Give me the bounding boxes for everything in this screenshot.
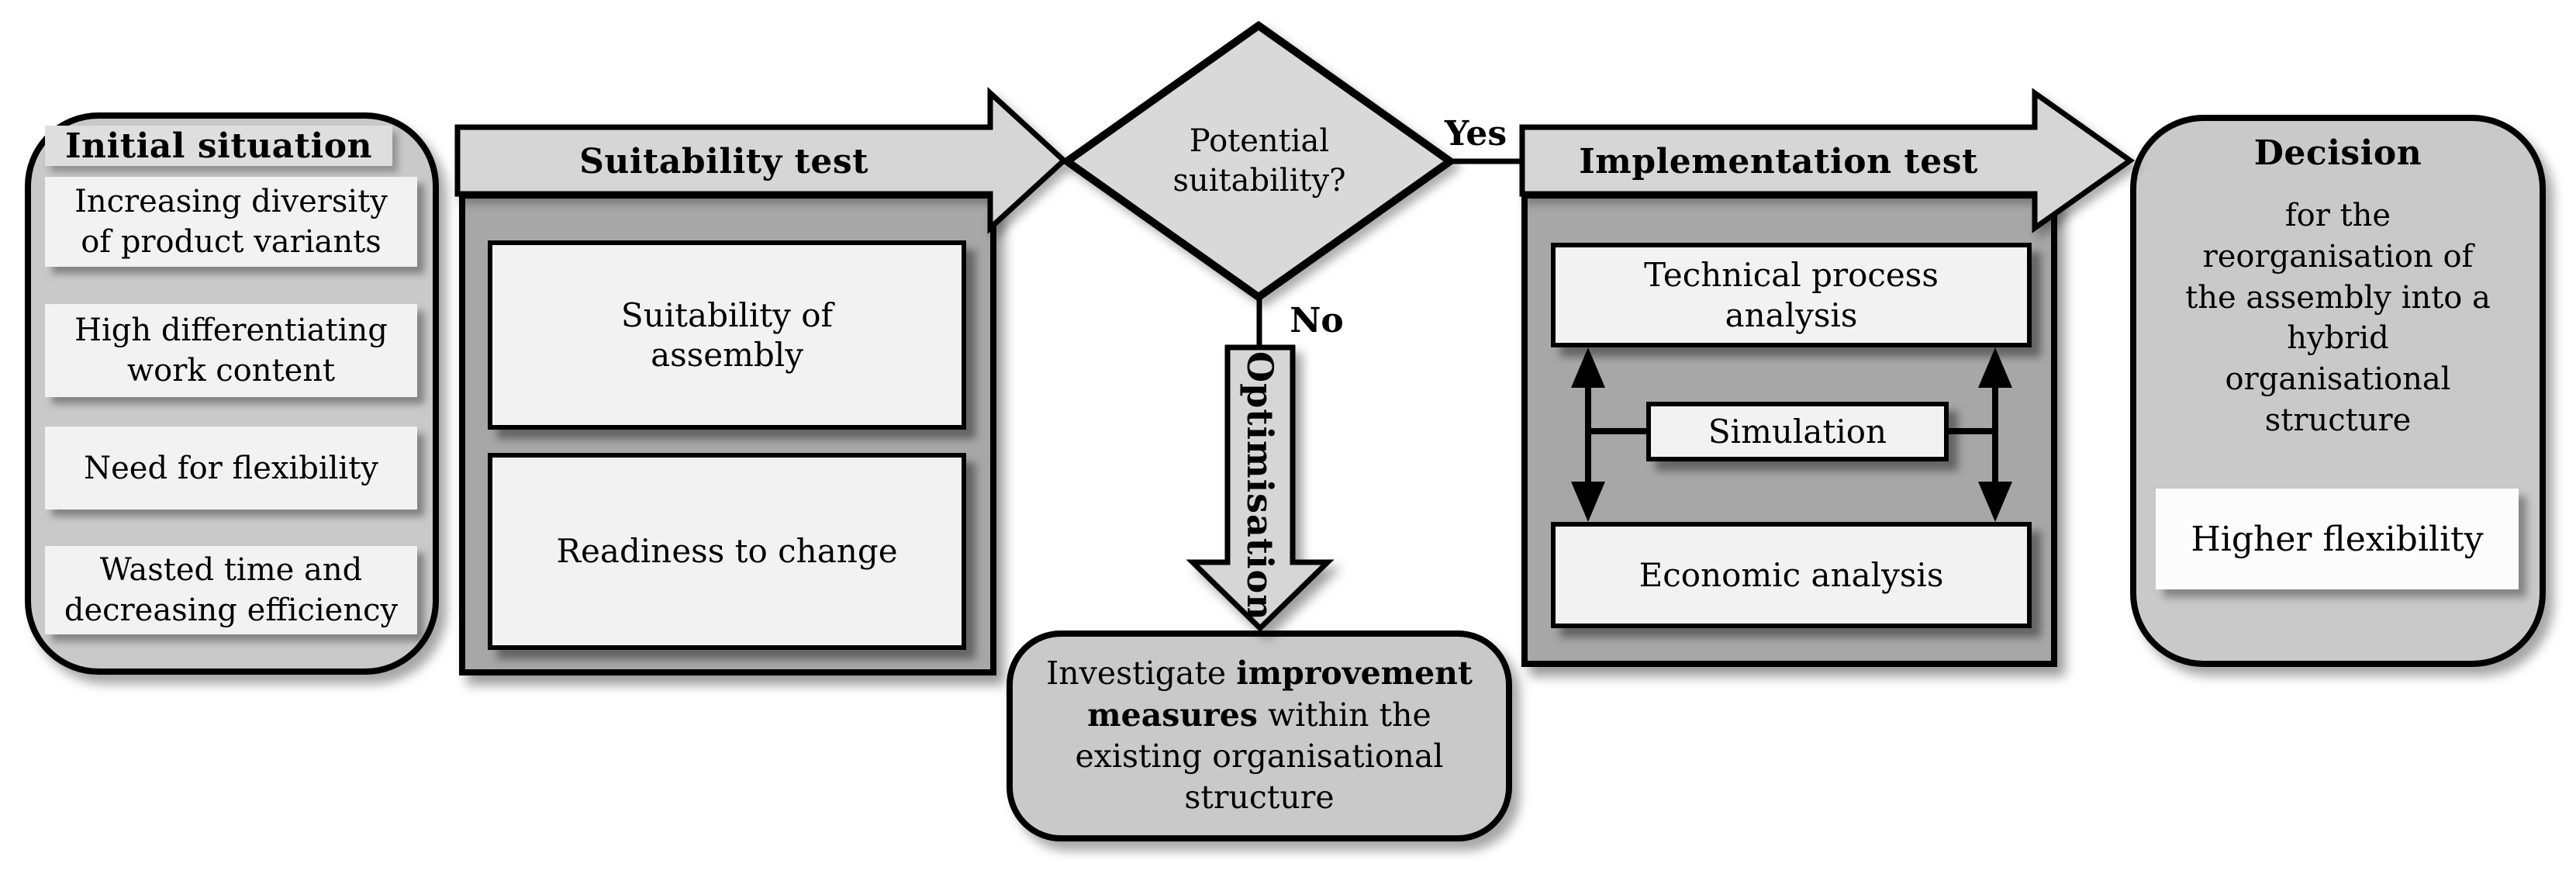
outcome-text-before: Investigate (1046, 655, 1237, 693)
potential-suitability-question: Potential suitability? (1172, 123, 1346, 199)
optimisation-outcome-paragraph: Investigate improvement measures within … (1019, 653, 1500, 818)
arrowhead-down-icon (1571, 482, 1605, 522)
decision-title: Decision (2253, 133, 2422, 173)
higher-flexibility-box: Higher flexibility (2156, 489, 2519, 589)
initial-item-wasted-time: Wasted time and decreasing efficiency (45, 546, 417, 634)
implementation-double-arrows (1571, 347, 2012, 522)
readiness-to-change-box: Readiness to change (488, 453, 966, 650)
optimisation-outcome-text: Investigate improvement measures within … (1019, 638, 1500, 834)
implementation-banner-arrow (1519, 88, 2136, 233)
suitability-banner-label: Suitability test (579, 141, 868, 181)
arrowhead-up-icon (1978, 347, 2012, 388)
potential-suitability-diamond (1060, 20, 1457, 302)
optimisation-arrow-label: Optimisation (1239, 351, 1281, 621)
outcome-text-bold: improvement measures (1087, 655, 1473, 734)
initial-item-flexibility: Need for flexibility (45, 427, 417, 510)
implementation-banner-label: Implementation test (1579, 141, 1978, 181)
decision-body-text: for the reorganisation of the assembly i… (2185, 198, 2491, 438)
yes-branch-label: Yes (1444, 113, 1507, 154)
initial-item-product-variants: Increasing diversity of product variants (45, 177, 417, 267)
initial-situation-title-strip: Initial situation (45, 126, 392, 166)
suitability-banner-arrow (454, 87, 1069, 234)
technical-process-analysis-box: Technical process analysis (1551, 243, 2032, 347)
no-branch-label: No (1290, 300, 1344, 340)
arrowhead-up-icon (1571, 347, 1605, 388)
initial-situation-title: Initial situation (64, 126, 373, 166)
outcome-text-after: within the existing organisational struc… (1075, 696, 1444, 817)
arrowhead-down-icon (1978, 482, 2012, 522)
simulation-box: Simulation (1646, 402, 1949, 461)
optimisation-outcome-box (1007, 631, 1512, 841)
optimisation-down-arrow (1186, 344, 1335, 632)
suitability-of-assembly-box: Suitability of assembly (488, 240, 966, 430)
economic-analysis-box: Economic analysis (1551, 522, 2032, 628)
decision-title-wrap: Decision (2130, 129, 2546, 177)
initial-item-work-content: High differentiating work content (45, 304, 417, 397)
